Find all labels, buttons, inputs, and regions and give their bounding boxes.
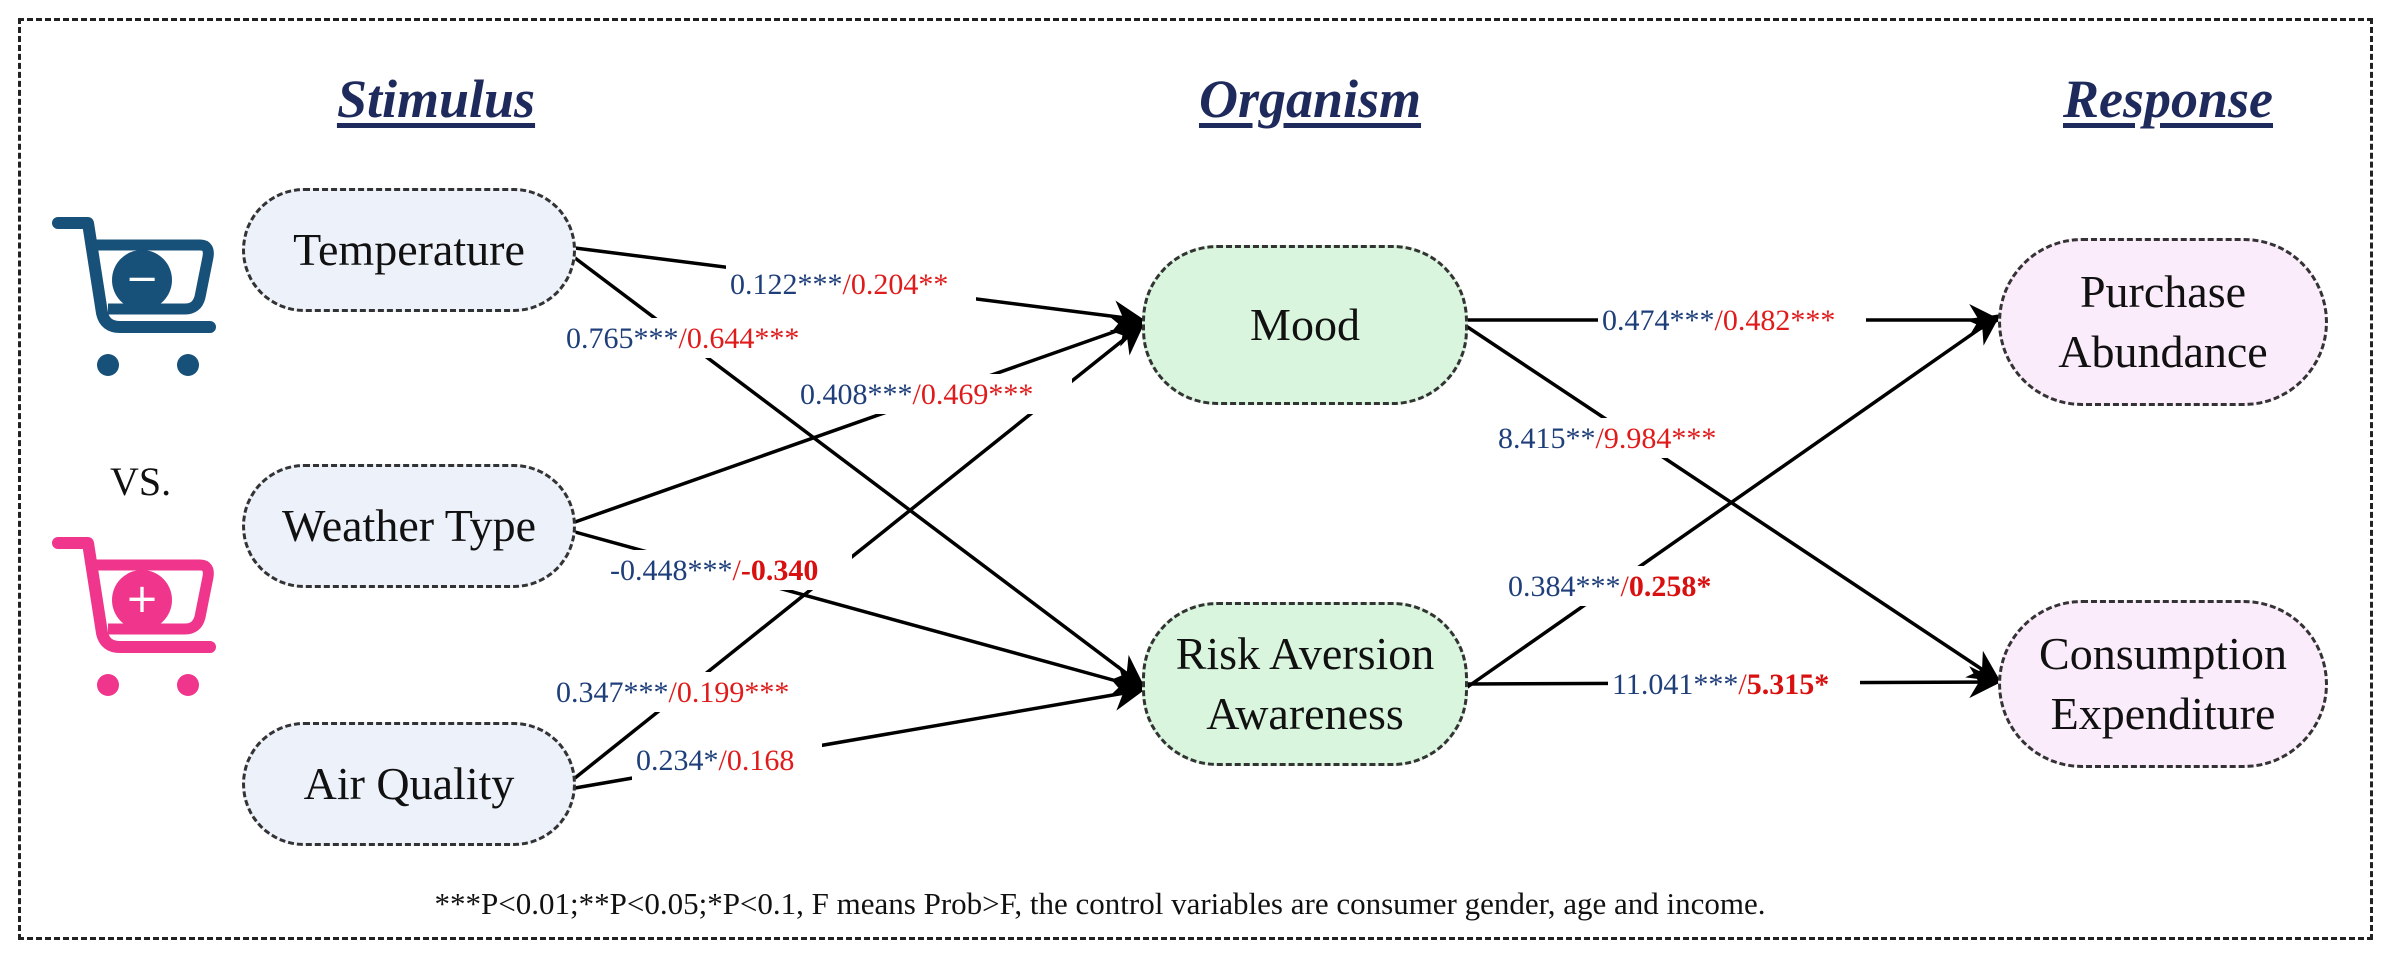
node-risk-aversion-line1: Risk Aversion <box>1175 628 1435 680</box>
coef-air-risk: 0.234*/0.168 <box>636 744 794 777</box>
node-purchase-abundance-line2: Abundance <box>2058 326 2268 377</box>
vs-label: VS. <box>110 459 172 504</box>
node-risk-aversion-awareness: Risk Aversion Awareness <box>1142 602 1468 766</box>
shopping-cart-plus-icon: + <box>52 537 216 696</box>
node-consumption-expenditure-line2: Expenditure <box>2050 688 2276 739</box>
node-mood-label: Mood <box>1250 299 1360 351</box>
coef-weather-risk: -0.448***/-0.340 <box>610 554 818 587</box>
node-air-quality-label: Air Quality <box>303 758 515 810</box>
node-consumption-expenditure: Consumption Expenditure <box>1998 600 2328 768</box>
footnote: ***P<0.01;**P<0.05;*P<0.1, F means Prob>… <box>434 886 1766 921</box>
node-temperature: Temperature <box>242 188 576 312</box>
node-purchase-abundance: Purchase Abundance <box>1998 238 2328 406</box>
coef-weather-mood: 0.408***/0.469*** <box>800 378 1033 411</box>
coef-air-mood: 0.347***/0.199*** <box>556 676 789 709</box>
coef-risk-consumption: 11.041***/5.315* <box>1612 668 1829 701</box>
node-risk-aversion-line2: Awareness <box>1206 688 1404 739</box>
heading-stimulus: Stimulus <box>336 69 536 129</box>
node-temperature-label: Temperature <box>293 224 525 276</box>
shopping-cart-minus-icon: − <box>52 217 216 376</box>
coef-mood-purchase: 0.474***/0.482*** <box>1602 304 1835 337</box>
plus-symbol: + <box>125 576 159 622</box>
node-consumption-expenditure-line1: Consumption <box>2039 628 2287 680</box>
coef-mood-consumption: 8.415**/9.984*** <box>1498 422 1716 455</box>
edge-weather-mood <box>574 316 1146 524</box>
node-purchase-abundance-line1: Purchase <box>2079 266 2247 318</box>
coef-temperature-risk: 0.765***/0.644*** <box>566 322 799 355</box>
coef-risk-purchase: 0.384***/0.258* <box>1508 570 1711 603</box>
node-mood: Mood <box>1142 245 1468 405</box>
node-weather-type: Weather Type <box>242 464 576 588</box>
node-air-quality: Air Quality <box>242 722 576 846</box>
heading-response: Response <box>2062 69 2274 129</box>
edge-risk-purchase <box>1464 314 2001 690</box>
diagram-frame <box>18 18 2373 940</box>
minus-symbol: − <box>125 256 159 302</box>
heading-organism: Organism <box>1198 69 1422 129</box>
coef-temperature-mood: 0.122***/0.204** <box>730 268 948 301</box>
node-weather-type-label: Weather Type <box>281 500 537 552</box>
